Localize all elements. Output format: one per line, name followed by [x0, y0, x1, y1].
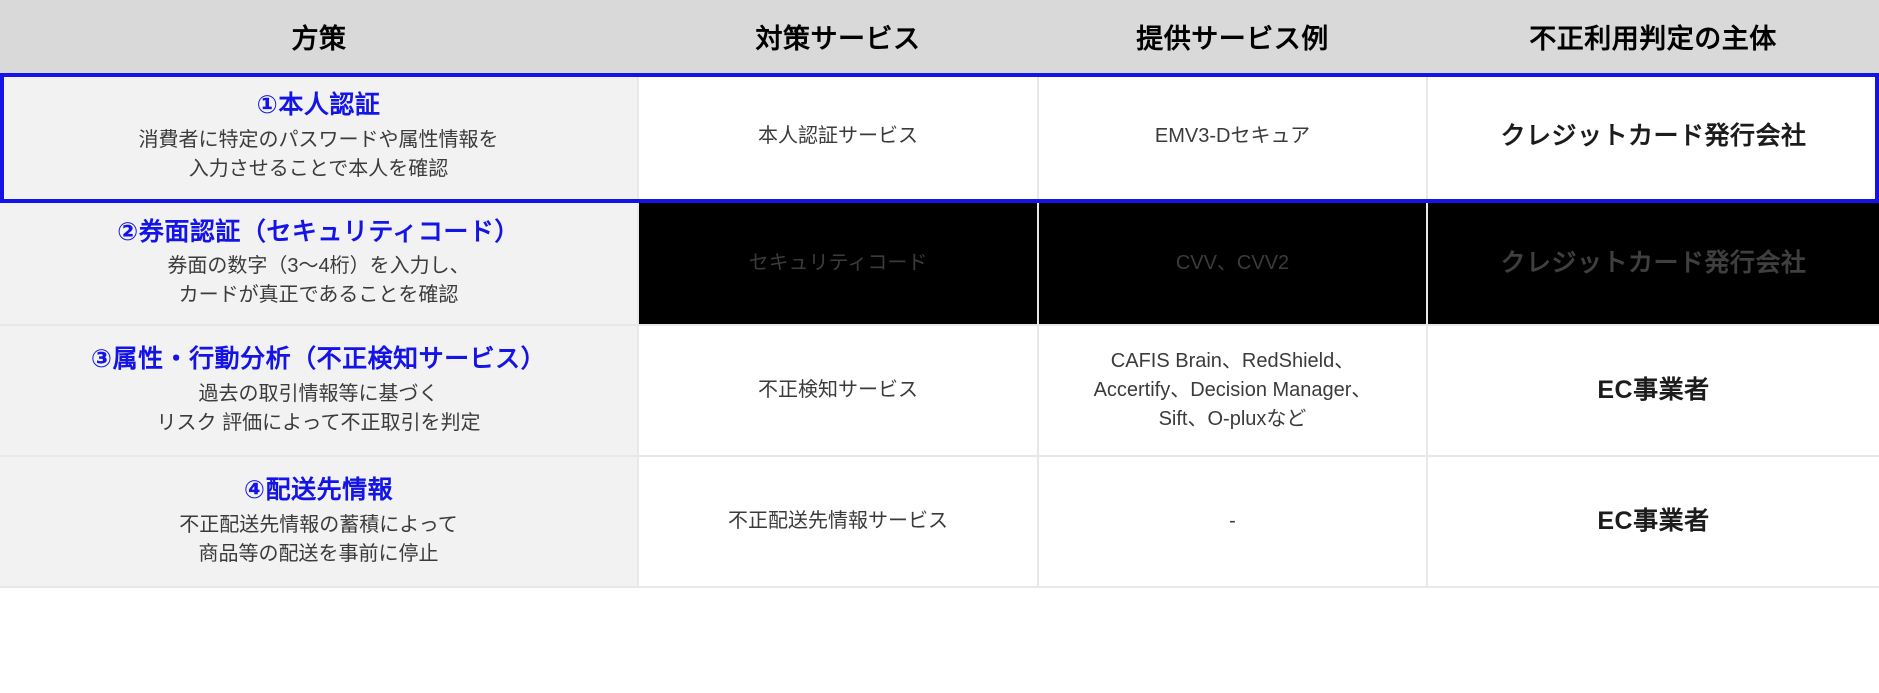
judger-cell: クレジットカード発行会社 [1427, 73, 1879, 202]
policy-title: ③属性・行動分析（不正検知サービス） [90, 345, 547, 374]
column-header-example: 提供サービス例 [1038, 0, 1427, 73]
policy-title: ④配送先情報 [243, 476, 394, 505]
column-header-policy: 方策 [0, 0, 638, 73]
judger-label: クレジットカード発行会社 [1500, 122, 1807, 151]
service-cell: 本人認証サービス [638, 73, 1039, 202]
policy-description-line1: 消費者に特定のパスワードや属性情報を [138, 128, 499, 151]
judger-cell: EC事業者 [1427, 325, 1879, 457]
policy-description-line2: リスク 評価によって不正取引を判定 [156, 411, 481, 434]
example-line2: Accertify、Decision Manager、 [1093, 379, 1372, 401]
example-cell: CAFIS Brain、RedShield、 Accertify、Decisio… [1038, 325, 1428, 457]
policy-description-line1: 不正配送先情報の蓄積によって [179, 513, 458, 536]
service-cell: 不正検知サービス [638, 325, 1039, 457]
example-line3: Sift、O-pluxなど [1158, 408, 1307, 430]
header-row: 方策 対策サービス 提供サービス例 不正利用判定の主体 [0, 0, 1879, 73]
policy-title: ②券面認証（セキュリティコード） [117, 217, 520, 246]
example-line1: CAFIS Brain、RedShield、 [1110, 350, 1355, 372]
judger-label: クレジットカード発行会社 [1500, 248, 1807, 277]
policy-cell: ③属性・行動分析（不正検知サービス） 過去の取引情報等に基づく リスク 評価によ… [0, 325, 639, 457]
service-label: セキュリティコード [748, 251, 928, 274]
policy-description-line2: カードが真正であることを確認 [178, 284, 459, 307]
service-label: 本人認証サービス [758, 125, 918, 147]
judger-cell: EC事業者 [1427, 456, 1879, 588]
example-cell: - [1038, 456, 1428, 588]
policy-cell: ②券面認証（セキュリティコード） 券面の数字（3〜4桁）を入力し、 カードが真正… [0, 201, 639, 326]
example-cell: EMV3-Dセキュア [1038, 73, 1428, 202]
judger-cell-redacted: クレジットカード発行会社 [1427, 201, 1879, 326]
policy-title: ①本人認証 [256, 91, 381, 120]
measures-table: 方策 対策サービス 提供サービス例 不正利用判定の主体 ①本人認証 消費者に特定… [0, 0, 1879, 588]
table-row: ④配送先情報 不正配送先情報の蓄積によって 商品等の配送を事前に停止 不正配送先… [0, 456, 1879, 588]
table-header: 方策 対策サービス 提供サービス例 不正利用判定の主体 [0, 0, 1879, 73]
table-body: ①本人認証 消費者に特定のパスワードや属性情報を 入力させることで本人を確認 本… [0, 73, 1879, 588]
service-label: 不正検知サービス [758, 379, 918, 401]
example-cell-redacted: CVV、CVV2 [1038, 201, 1428, 326]
policy-description-line1: 過去の取引情報等に基づく [198, 382, 439, 405]
example-line1: - [1229, 510, 1236, 532]
column-header-judger: 不正利用判定の主体 [1427, 0, 1879, 73]
table-row: ①本人認証 消費者に特定のパスワードや属性情報を 入力させることで本人を確認 本… [0, 73, 1879, 202]
service-cell: 不正配送先情報サービス [638, 456, 1039, 588]
judger-label: EC事業者 [1597, 376, 1710, 405]
column-header-service: 対策サービス [638, 0, 1038, 73]
policy-cell: ④配送先情報 不正配送先情報の蓄積によって 商品等の配送を事前に停止 [0, 456, 639, 588]
example-line1: CVV、CVV2 [1175, 251, 1290, 274]
example-line1: EMV3-Dセキュア [1154, 125, 1311, 147]
policy-cell: ①本人認証 消費者に特定のパスワードや属性情報を 入力させることで本人を確認 [0, 73, 639, 202]
table-row: ②券面認証（セキュリティコード） 券面の数字（3〜4桁）を入力し、 カードが真正… [0, 201, 1879, 326]
policy-description-line1: 券面の数字（3〜4桁）を入力し、 [167, 255, 470, 278]
judger-label: EC事業者 [1597, 507, 1710, 536]
policy-description-line2: 商品等の配送を事前に停止 [198, 542, 439, 565]
service-label: 不正配送先情報サービス [728, 510, 948, 532]
service-cell-redacted: セキュリティコード [638, 201, 1039, 326]
policy-description-line2: 入力させることで本人を確認 [188, 157, 449, 180]
table-row: ③属性・行動分析（不正検知サービス） 過去の取引情報等に基づく リスク 評価によ… [0, 325, 1879, 457]
